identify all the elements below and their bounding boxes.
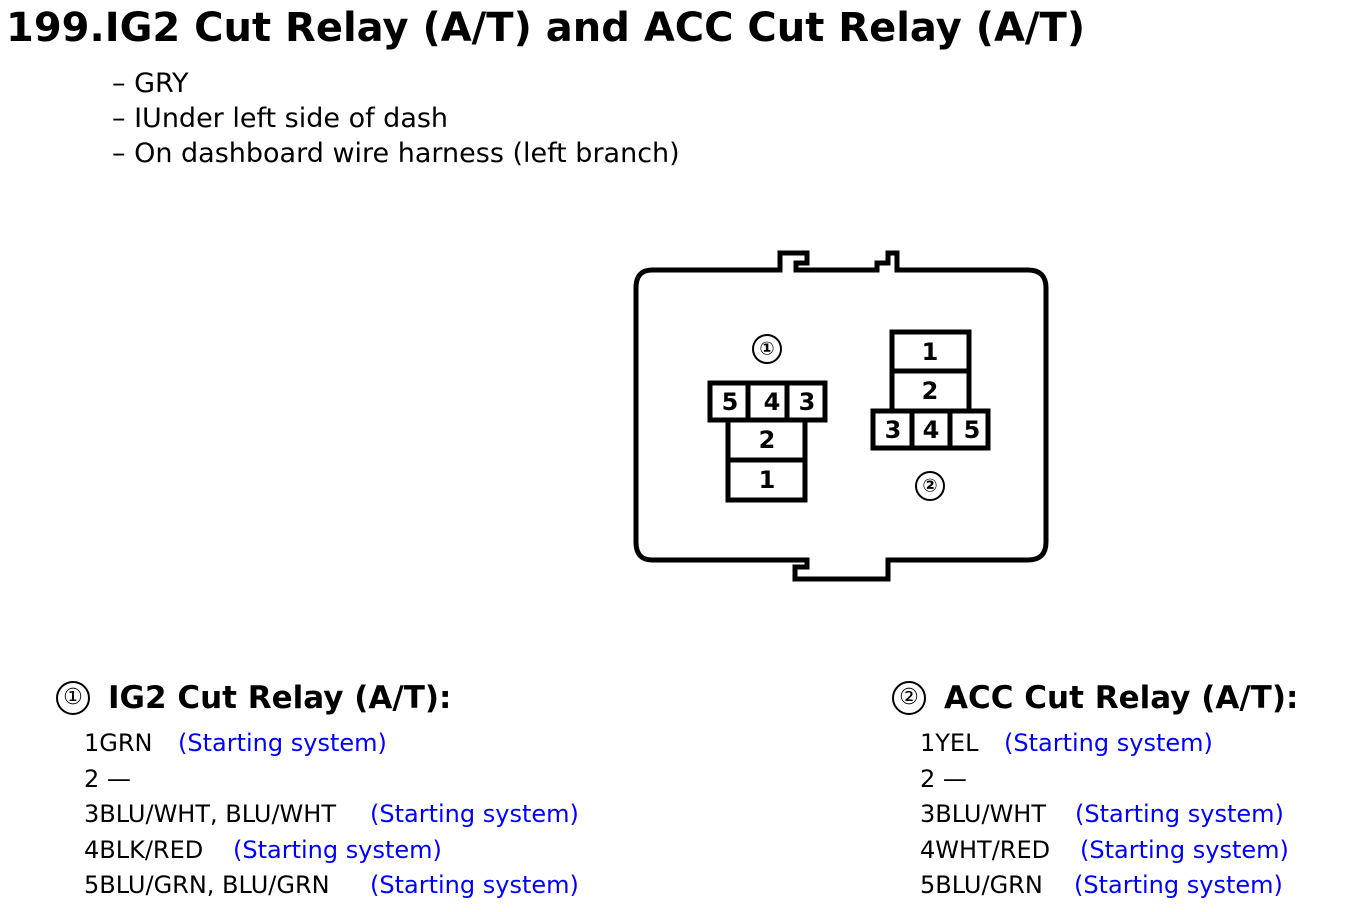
connector1-marker: ①: [759, 339, 774, 360]
pin-wire: 3BLU/WHT, BLU/WHT: [84, 800, 336, 828]
relay1-marker: ①: [56, 681, 90, 715]
list-item: 5BLU/GRN, BLU/GRN (Starting system): [84, 868, 579, 904]
connector2-pin4: 4: [923, 416, 940, 444]
list-item: 3BLU/WHT, BLU/WHT (Starting system): [84, 797, 579, 833]
connector1-pin5: 5: [722, 388, 739, 416]
list-item: 4BLK/RED (Starting system): [84, 833, 579, 869]
list-item: 4WHT/RED (Starting system): [920, 833, 1298, 869]
relay2-pin-section: ② ACC Cut Relay (A/T): 1YEL (Starting sys…: [892, 676, 1298, 904]
list-item: 1YEL (Starting system): [920, 726, 1298, 762]
connector1-pin4: 4: [764, 388, 781, 416]
connector2-pin5: 5: [964, 416, 981, 444]
system-link[interactable]: (Starting system): [233, 835, 442, 864]
connector2-pin1: 1: [922, 338, 939, 366]
system-link[interactable]: (Starting system): [370, 800, 579, 828]
list-item: 1GRN (Starting system): [84, 726, 579, 762]
pin-wire: 1GRN: [84, 729, 153, 757]
pin-wire: 4WHT/RED: [920, 835, 1051, 864]
relay2-pin-list: 1YEL (Starting system) 2 — 3BLU/WHT (Start…: [920, 726, 1298, 904]
connector-info-list: GRY IUnder left side of dash On dashboar…: [112, 66, 680, 171]
connector-harness: On dashboard wire harness (left branch): [112, 136, 680, 171]
connector1-pin1: 1: [759, 466, 776, 494]
system-link[interactable]: (Starting system): [178, 729, 387, 757]
relay2-label: ACC Cut Relay (A/T):: [944, 680, 1299, 716]
pin-wire: 5BLU/GRN: [920, 871, 1043, 899]
system-link[interactable]: (Starting system): [370, 871, 579, 899]
system-link[interactable]: (Starting system): [1080, 835, 1289, 864]
pin-wire: 2 —: [84, 764, 131, 793]
system-link[interactable]: (Starting system): [1074, 871, 1283, 899]
connector-color: GRY: [112, 66, 680, 101]
connector2-marker: ②: [922, 476, 937, 497]
system-link[interactable]: (Starting system): [1075, 800, 1284, 828]
list-item: 2 —: [84, 762, 579, 798]
relay1-heading: ① IG2 Cut Relay (A/T):: [56, 676, 579, 720]
pin-wire: 4BLK/RED: [84, 835, 204, 864]
relay1-pin-list: 1GRN (Starting system) 2 — 3BLU/WHT, BLU/…: [84, 726, 579, 904]
system-link[interactable]: (Starting system): [1004, 729, 1213, 757]
connector2-bottom-row: [870, 408, 991, 451]
pin-wire: 5BLU/GRN, BLU/GRN: [84, 871, 330, 899]
connector2-pin2: 2: [922, 377, 939, 405]
relay1-label: IG2 Cut Relay (A/T):: [108, 680, 452, 716]
connector-diagram: ① ② 5 4 3 2 1 1 2 3 4 5: [633, 250, 1049, 582]
page-title: 199.IG2 Cut Relay (A/T) and ACC Cut Rela…: [6, 5, 1086, 51]
pin-wire: 3BLU/WHT: [920, 800, 1046, 828]
connector-housing: [633, 250, 1049, 582]
relay2-marker: ②: [892, 681, 926, 715]
list-item: 2 —: [920, 762, 1298, 798]
relay1-pin-section: ① IG2 Cut Relay (A/T): 1GRN (Starting sys…: [56, 676, 579, 904]
connector1-pin1-cell: [725, 457, 808, 503]
relay2-heading: ② ACC Cut Relay (A/T):: [892, 676, 1298, 720]
list-item: 3BLU/WHT (Starting system): [920, 797, 1298, 833]
connector-location: IUnder left side of dash: [112, 101, 680, 136]
connector1-pin3: 3: [799, 388, 816, 416]
connector2-pin3: 3: [885, 416, 902, 444]
list-item: 5BLU/GRN (Starting system): [920, 868, 1298, 904]
connector1-pin2: 2: [759, 426, 776, 454]
pin-wire: 2 —: [920, 764, 967, 793]
pin-wire: 1YEL: [920, 729, 979, 757]
